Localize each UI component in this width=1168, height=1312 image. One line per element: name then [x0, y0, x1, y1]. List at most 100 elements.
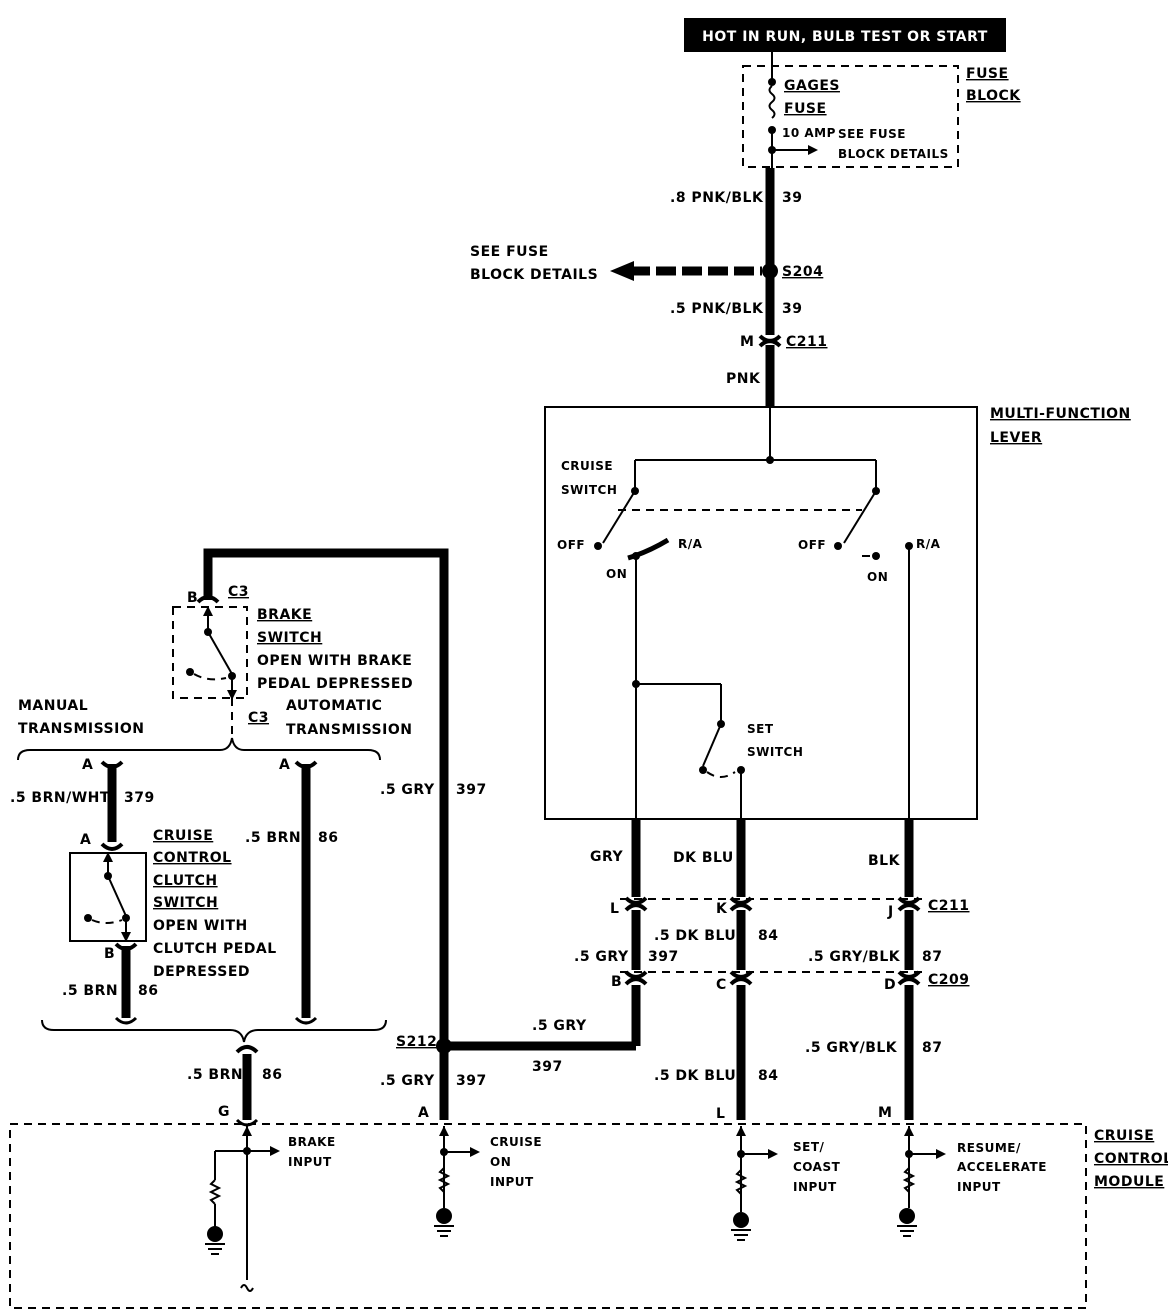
brake-switch-box [172, 606, 248, 699]
brake-switch-circuit: S212 .5 GRY 397 B C3 C3 BRAKE SWITCH OPE… [172, 548, 487, 1054]
fuse-rating: 10 AMP [782, 126, 836, 140]
wire-86-mod-number: 86 [262, 1067, 282, 1083]
wire-86-clutch-number: 86 [138, 983, 158, 999]
module-resume-input: RESUME/ ACCELERATE INPUT [897, 1126, 1047, 1237]
clutch-switch-label-line6: CLUTCH PEDAL [153, 941, 277, 957]
module-input-wires: .5 BRN 86 .5 GRY 397 [187, 1045, 486, 1120]
cruise-switch-on-right: ON [867, 570, 888, 584]
c3-pin-b: B [187, 590, 198, 606]
wire-86-clutch-gauge: .5 BRN [62, 983, 118, 999]
s204-see-line1: SEE FUSE [470, 244, 549, 260]
clutch-switch-label-line1: CRUISE [153, 828, 213, 844]
wire-blk: BLK [868, 853, 901, 869]
connector-c211-top: C211 [786, 334, 828, 350]
wire-87-a-gauge: .5 GRY/BLK [808, 949, 901, 965]
module-pin-a: A [418, 1105, 429, 1121]
clutch-switch-label-line2: CONTROL [153, 850, 232, 866]
wire-gry: GRY [590, 849, 624, 865]
module-title-line3: MODULE [1094, 1174, 1164, 1190]
cruise-on-input-label-line3: INPUT [490, 1175, 534, 1189]
splice-s204: S204 [782, 264, 823, 280]
module-pin-g: G [218, 1104, 230, 1120]
wire-86-mod-gauge: .5 BRN [187, 1067, 243, 1083]
connector-c3-bottom: C3 [248, 710, 269, 726]
set-coast-input-label-line3: INPUT [793, 1180, 837, 1194]
set-switch-label-line2: SWITCH [747, 745, 803, 759]
brake-switch-label-line3: OPEN WITH BRAKE [257, 653, 412, 669]
clutch-pin-a: A [80, 832, 91, 848]
wire-397-a-number: 397 [648, 949, 679, 965]
set-coast-input-label-line2: COAST [793, 1160, 841, 1174]
wire-39: .8 PNK/BLK 39 S204 .5 PNK/BLK 39 M C211 … [670, 168, 828, 407]
connector-c209: C209 [928, 972, 970, 988]
module-cruise-on-input: CRUISE ON INPUT [434, 1126, 542, 1237]
wire-379-gauge: .5 BRN/WHT [10, 790, 110, 806]
wire-84-a-gauge: .5 DK BLU [654, 928, 736, 944]
cruise-on-input-label-line1: CRUISE [490, 1135, 542, 1149]
brake-switch-label-line2: SWITCH [257, 630, 322, 646]
cruise-switch-on-left: ON [606, 567, 627, 581]
wire-87-a-number: 87 [922, 949, 942, 965]
wire-397-left-gauge: .5 GRY [380, 782, 435, 798]
wire-pnk: PNK [726, 371, 761, 387]
module-set-coast-input: SET/ COAST INPUT [731, 1126, 841, 1241]
connector-c211-bottom: C211 [928, 898, 970, 914]
wire-39b-number: 39 [782, 301, 802, 317]
power-header: HOT IN RUN, BULB TEST OR START [684, 18, 1006, 52]
wire-86-auto-gauge: .5 BRN [245, 830, 301, 846]
module-title-line1: CRUISE [1094, 1128, 1154, 1144]
mfl-title-line1: MULTI-FUNCTION [990, 406, 1131, 422]
module-pin-m: M [878, 1105, 892, 1121]
wire-397-left-number: 397 [456, 782, 487, 798]
fuse-block-title-line1: FUSE [966, 66, 1009, 82]
resume-input-label-line2: ACCELERATE [957, 1160, 1047, 1174]
wire-397-s212-gauge: .5 GRY [532, 1018, 587, 1034]
cruise-switch-label-line2: SWITCH [561, 483, 617, 497]
wire-84-a-number: 84 [758, 928, 778, 944]
brake-input-label-line1: BRAKE [288, 1135, 336, 1149]
s204-branch: SEE FUSE BLOCK DETAILS [470, 244, 762, 283]
wire-84-b-gauge: .5 DK BLU [654, 1068, 736, 1084]
fuse-block-title-line2: BLOCK [966, 88, 1021, 104]
clutch-switch-label-line3: CLUTCH [153, 873, 218, 889]
c209-pin-d: D [884, 977, 896, 993]
wire-dk-blu: DK BLU [673, 850, 734, 866]
clutch-pin-b: B [104, 946, 115, 962]
clutch-switch-label-line4: SWITCH [153, 895, 218, 911]
c211-pin-k: K [716, 901, 728, 917]
resume-input-label-line3: INPUT [957, 1180, 1001, 1194]
clutch-switch-label-line5: OPEN WITH [153, 918, 248, 934]
wire-39b-gauge: .5 PNK/BLK [670, 301, 764, 317]
wire-87-b-number: 87 [922, 1040, 942, 1056]
fuse-name-line2: FUSE [784, 101, 827, 117]
mfl-title-line2: LEVER [990, 430, 1042, 446]
auto-trans-label-line2: TRANSMISSION [286, 722, 412, 738]
s204-see-line2: BLOCK DETAILS [470, 267, 598, 283]
transmission-branch: MANUAL TRANSMISSION AUTOMATIC TRANSMISSI… [10, 698, 412, 1043]
splice-s212: S212 [396, 1034, 437, 1050]
cruise-on-input-label-line2: ON [490, 1155, 511, 1169]
fuse-see-line1: SEE FUSE [838, 127, 906, 141]
wire-39a-gauge: .8 PNK/BLK [670, 190, 764, 206]
cruise-switch-off-right: OFF [798, 538, 826, 552]
cruise-switch-label-line1: CRUISE [561, 459, 613, 473]
c209-pin-b: B [611, 974, 622, 990]
cruise-switch-ra-right: R/A [916, 537, 941, 551]
multifunction-lever: MULTI-FUNCTION LEVER CRUISE SWITCH OFF R… [544, 406, 1131, 820]
module-pin-l: L [716, 1106, 725, 1122]
wire-86-auto-number: 86 [318, 830, 338, 846]
cruise-switch-ra-left: R/A [678, 537, 703, 551]
module-brake-input: BRAKE INPUT [205, 1118, 336, 1292]
c211-pin-j: J [887, 904, 894, 920]
c211-pin-m: M [740, 334, 754, 350]
clutch-switch-label-line7: DEPRESSED [153, 964, 250, 980]
c211-pin-l: L [610, 901, 619, 917]
fuse-block: GAGES FUSE 10 AMP SEE FUSE BLOCK DETAILS… [742, 52, 1021, 168]
power-header-text: HOT IN RUN, BULB TEST OR START [702, 29, 988, 45]
wire-397-a-gauge: .5 GRY [574, 949, 629, 965]
brake-switch-label-line4: PEDAL DEPRESSED [257, 676, 413, 692]
auto-trans-label-line1: AUTOMATIC [286, 698, 382, 714]
wire-397-mod-gauge: .5 GRY [380, 1073, 435, 1089]
fuse-see-line2: BLOCK DETAILS [838, 147, 949, 161]
